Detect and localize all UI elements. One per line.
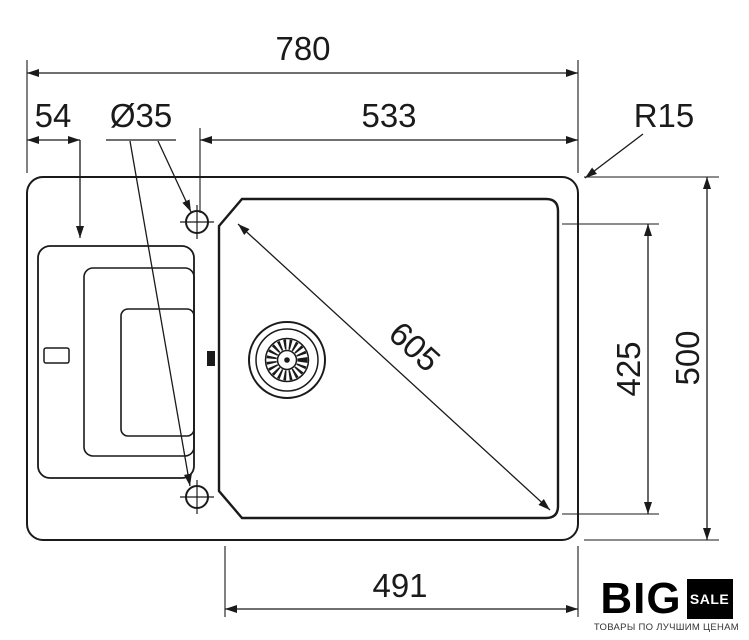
store-logo-row: BIG SALE xyxy=(600,574,733,624)
dim-label-r15: R15 xyxy=(634,97,695,134)
store-logo-brand: BIG xyxy=(600,574,682,624)
store-logo: BIG SALE ТОВАРЫ ПО ЛУЧШИМ ЦЕНАМ xyxy=(593,574,739,633)
dimension-corner-radius xyxy=(584,133,644,179)
dim-label-425: 425 xyxy=(610,341,647,396)
dim-label-780: 780 xyxy=(275,30,330,67)
dimension-diagonal xyxy=(237,223,551,511)
dim-label-d35: Ø35 xyxy=(110,97,172,134)
dim-label-54: 54 xyxy=(35,97,72,134)
dimension-hole-diameter xyxy=(106,139,192,487)
dimension-total-depth xyxy=(584,176,719,541)
basin-outline xyxy=(217,197,560,520)
dim-label-500: 500 xyxy=(669,330,706,385)
dim-label-533: 533 xyxy=(361,97,416,134)
store-logo-tagline: ТОВАРЫ ПО ЛУЧШИМ ЦЕНАМ xyxy=(593,622,739,633)
dimension-bottom-width xyxy=(224,546,579,617)
dimension-total-width xyxy=(26,60,579,173)
tap-hole-top xyxy=(180,205,214,239)
dimension-bowl-depth xyxy=(562,223,659,515)
dimension-top-width xyxy=(199,128,578,213)
overflow-slot xyxy=(43,347,70,364)
dim-label-491: 491 xyxy=(372,567,427,604)
basin-edge-mark xyxy=(207,351,215,366)
dimension-left-offset xyxy=(27,136,84,238)
drainboard-inner xyxy=(120,308,195,437)
store-logo-sale-badge: SALE xyxy=(686,579,733,619)
tap-hole-bottom xyxy=(180,480,214,514)
